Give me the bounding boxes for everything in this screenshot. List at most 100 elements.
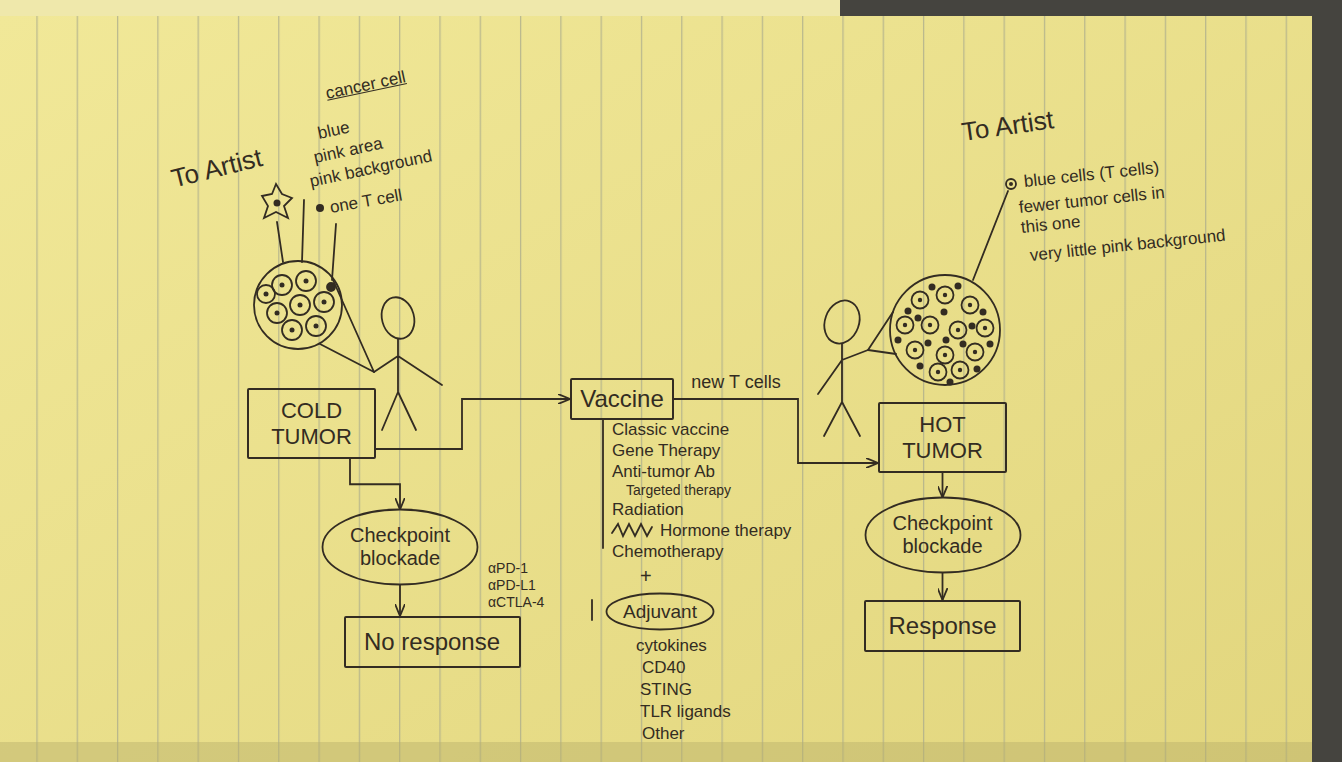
adjuvant-item: TLR ligands [640, 702, 731, 722]
oval-shape [323, 510, 478, 585]
t-cell [987, 341, 994, 348]
tumor-cell [306, 316, 326, 336]
node-text: Checkpoint blockade [888, 512, 998, 558]
t-cell [943, 337, 950, 344]
oval-shape [865, 498, 1020, 573]
t-cell [974, 366, 981, 373]
arrow-connector [376, 399, 570, 449]
nucleus [264, 292, 269, 297]
t-cell [917, 363, 924, 370]
zoom-line [868, 312, 896, 354]
therapy-item: Chemotherapy [612, 542, 724, 562]
tumor-cell [907, 342, 924, 359]
nucleus [304, 279, 309, 284]
nucleus [943, 293, 947, 297]
nucleus [956, 328, 960, 332]
plus-sign: + [640, 565, 652, 588]
tumor-cell [950, 322, 967, 339]
tumor-cell [930, 364, 947, 381]
tumor-circle [890, 275, 1000, 385]
t-cell [929, 284, 936, 291]
tumor-cell [314, 292, 334, 312]
t-cell-marker [1006, 179, 1016, 189]
t-cell-marker-dot [1009, 182, 1013, 186]
tumor-cell [937, 347, 954, 364]
nucleus [968, 303, 972, 307]
process-box: No response [344, 616, 521, 668]
node-text: No response [364, 628, 500, 656]
nucleus [275, 311, 280, 316]
adjuvant-item: STING [640, 680, 692, 700]
t-cell [955, 283, 962, 290]
t-cell [327, 283, 335, 291]
process-box: Vaccine [570, 378, 674, 420]
edge-label: new T cells [691, 372, 780, 393]
tumor-cell [937, 287, 954, 304]
t-cell [915, 315, 922, 322]
zoom-line [320, 280, 374, 372]
nucleus [314, 324, 319, 329]
t-cell [980, 309, 987, 316]
arrow-connector [399, 585, 401, 617]
antibody-label: αPD-L1 [488, 577, 536, 593]
t-cell [947, 379, 954, 386]
strike-scribble [612, 524, 652, 536]
adjuvant-item: CD40 [642, 658, 685, 678]
nucleus [290, 328, 295, 333]
ruled-lines [0, 16, 1312, 762]
tumor-cell [296, 271, 316, 291]
therapy-item: Targeted therapy [626, 482, 731, 498]
node-text: Response [888, 612, 996, 640]
nucleus [298, 303, 303, 308]
hot-tumor-illustration [818, 179, 1016, 436]
leader-line [973, 191, 1008, 280]
nucleus [936, 370, 940, 374]
stick-figure [374, 339, 442, 430]
leader-line [277, 200, 336, 280]
paper-sheet [0, 16, 1312, 762]
adjuvant-item: cytokines [636, 636, 707, 656]
stick-figure [818, 344, 868, 436]
node-text: Vaccine [580, 385, 664, 413]
therapy-item: Hormone therapy [660, 521, 791, 541]
tumor-cell [897, 317, 914, 334]
adjuvant-item: Other [642, 724, 685, 744]
t-cell [905, 308, 912, 315]
stick-figure-head [819, 296, 866, 349]
nucleus [983, 326, 987, 330]
arrow-connector [942, 573, 944, 601]
cell-nuclei [264, 200, 327, 333]
nucleus [958, 368, 962, 372]
t-cell [960, 341, 967, 348]
nucleus [274, 200, 281, 207]
nucleus [973, 350, 977, 354]
therapy-item: Anti-tumor Ab [612, 462, 715, 482]
nucleus [913, 348, 917, 352]
tumor-cell [267, 303, 287, 323]
nucleus [918, 298, 922, 302]
cold-tumor-illustration [254, 184, 442, 430]
tumor-cell [967, 344, 984, 361]
therapy-item: Radiation [612, 500, 684, 520]
antibody-label: αCTLA-4 [488, 594, 544, 610]
process-box: Response [864, 600, 1021, 652]
antibody-label: αPD-1 [488, 560, 528, 576]
oval-node: Adjuvant [605, 592, 715, 631]
nucleus [280, 283, 285, 288]
t-cell [925, 340, 932, 347]
oval-node: Checkpoint blockade [864, 496, 1022, 574]
node-text: Adjuvant [623, 601, 697, 623]
process-box: COLD TUMOR [247, 388, 376, 459]
node-text: COLD TUMOR [264, 398, 359, 449]
t-cell [941, 309, 948, 316]
t-cell-marker [316, 204, 324, 212]
cancer-cell-icon [262, 184, 292, 218]
oval-node: Checkpoint blockade [321, 508, 479, 586]
tumor-cell [912, 292, 929, 309]
t-cell [895, 337, 902, 344]
nucleus [322, 300, 327, 305]
node-text: HOT TUMOR [895, 412, 990, 463]
process-box: HOT TUMOR [878, 402, 1007, 473]
nucleus [943, 353, 947, 357]
